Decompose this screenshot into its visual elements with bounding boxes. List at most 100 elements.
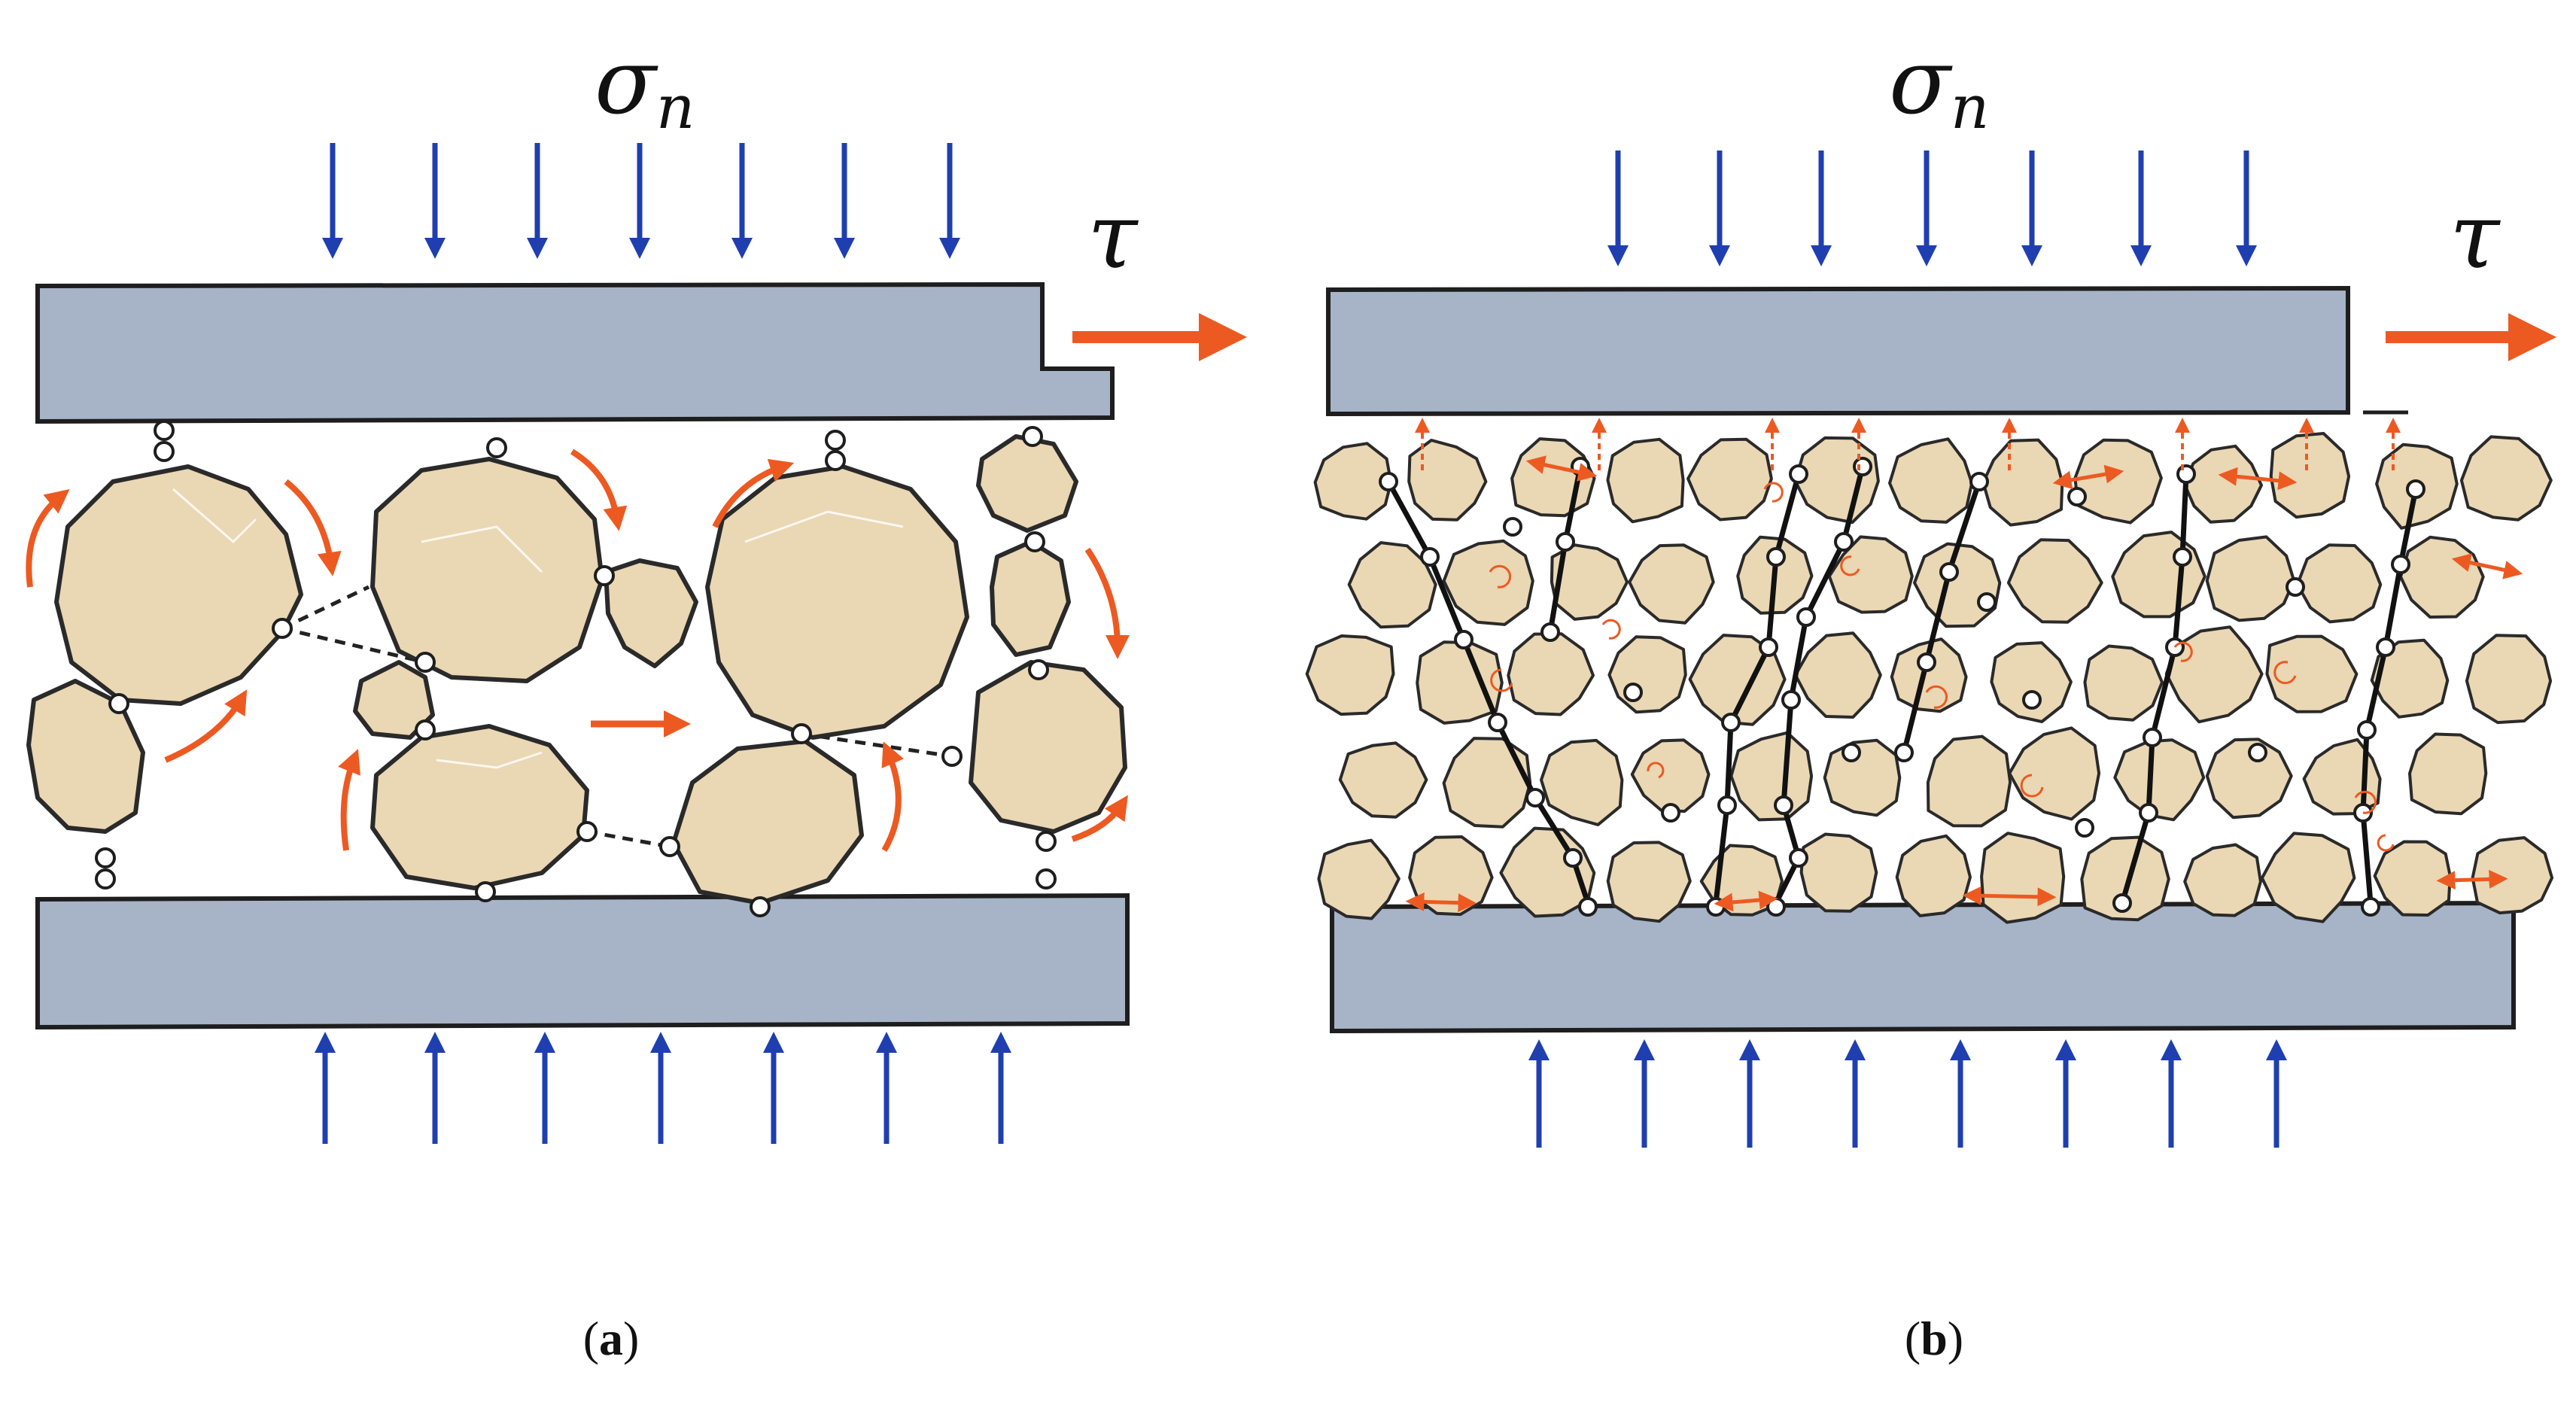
grain [1442,737,1532,829]
grain [1313,442,1393,521]
grain [1799,832,1878,913]
grain [1510,437,1596,518]
grain [2471,836,2554,915]
contact-point [1379,472,1398,491]
panel-b-dilation-arrows [1415,418,2401,470]
panel-b-top-normal-arrows [1607,151,2257,266]
contact-point [2139,803,2158,823]
panel-a-sigma-label: σn [595,30,695,142]
contact-point [2357,720,2377,740]
panel-a-grain-cracks [172,488,904,769]
contact-point [1789,464,1808,484]
panel-a-bottom-plate [35,893,1130,1030]
grain [1317,838,1401,920]
grain [2073,438,2163,525]
grain [1347,541,1437,629]
grain [2399,535,2485,619]
grain [2083,644,2164,722]
contact-point [1969,472,1989,491]
panel-b-contact-points [1379,457,2425,917]
panel-a-bottom-normal-arrows [315,1032,1011,1144]
grain [1729,731,1814,822]
contact-point [1721,713,1741,732]
grain [1890,637,1968,713]
contact-point [1578,897,1598,917]
grain [1990,641,2073,723]
grain [1606,437,1685,524]
contact-point [2067,487,2087,506]
contact-point [1706,897,1726,917]
contact-point [2173,547,2192,567]
contact-point [2361,897,2380,917]
grain [2373,840,2452,917]
contact-point [1774,795,1793,815]
contact-point [1834,532,1854,552]
grain [1895,834,1972,917]
panel-b-grain-rotation-arrows [1489,482,2395,852]
contact-point [2406,479,2425,499]
panel-a-rotation-arrows [26,449,1130,853]
grain [2295,543,2383,624]
contact-point [1759,637,1778,657]
grain [2183,843,2262,917]
panel-b: σn τ [1305,30,2556,1148]
contact-point [1917,652,1936,672]
panel-b-top-plate [1326,285,2350,417]
grain [2205,535,2296,622]
grain [1628,543,1715,625]
panel-a: σn τ [26,30,1247,1144]
contact-point [1563,848,1583,868]
panel-b-tau-label: τ [2450,184,2501,289]
caption-a: (a) [583,1312,640,1365]
grain [2370,638,2450,719]
contact-point [1781,690,1801,710]
contact-point [2176,464,2196,484]
contact-point [1796,607,1816,627]
contact-point [1488,713,1507,732]
grain [2205,737,2293,820]
grain [1926,734,2012,828]
grain [1607,635,1687,714]
contact-point [2143,728,2162,747]
grain [2008,726,2101,821]
grain [1793,436,1880,525]
contact-point [1540,622,1560,642]
grain [1550,543,1629,621]
contact-point [2376,637,2395,657]
grain [2265,634,2359,713]
grain [1416,640,1504,725]
contact-point [1661,803,1680,823]
grain [1630,738,1711,813]
contact-point [1853,457,1872,476]
contact-point [2112,893,2132,913]
contact-point [2286,577,2305,597]
contact-point [1525,788,1545,807]
contact-point [1556,532,1575,552]
contact-point [1766,897,1786,917]
panel-b-sigma-label: σn [1889,30,1989,142]
contact-point [2391,555,2410,574]
panel-a-grains [26,434,1127,905]
caption-b: (b) [1905,1312,1963,1365]
grain [1823,738,1902,817]
grain [2006,538,2103,624]
grain [1606,841,1692,923]
panel-a-contact-points [95,420,1057,917]
grain [2465,634,2553,725]
grain [1442,539,1534,626]
grain [1980,832,2066,924]
grain [1305,634,1395,716]
grain [1507,632,1595,716]
grain [2080,835,2170,922]
grain [1686,437,1773,522]
contact-point [1894,743,1914,762]
grain [2302,737,2382,816]
contact-point [1420,547,1440,567]
contact-point [1623,683,1643,702]
contact-point [2022,690,2042,710]
grain [1540,738,1624,826]
grain [1407,439,1488,522]
panel-a-top-normal-arrows [322,143,960,259]
grain [1888,437,1974,524]
